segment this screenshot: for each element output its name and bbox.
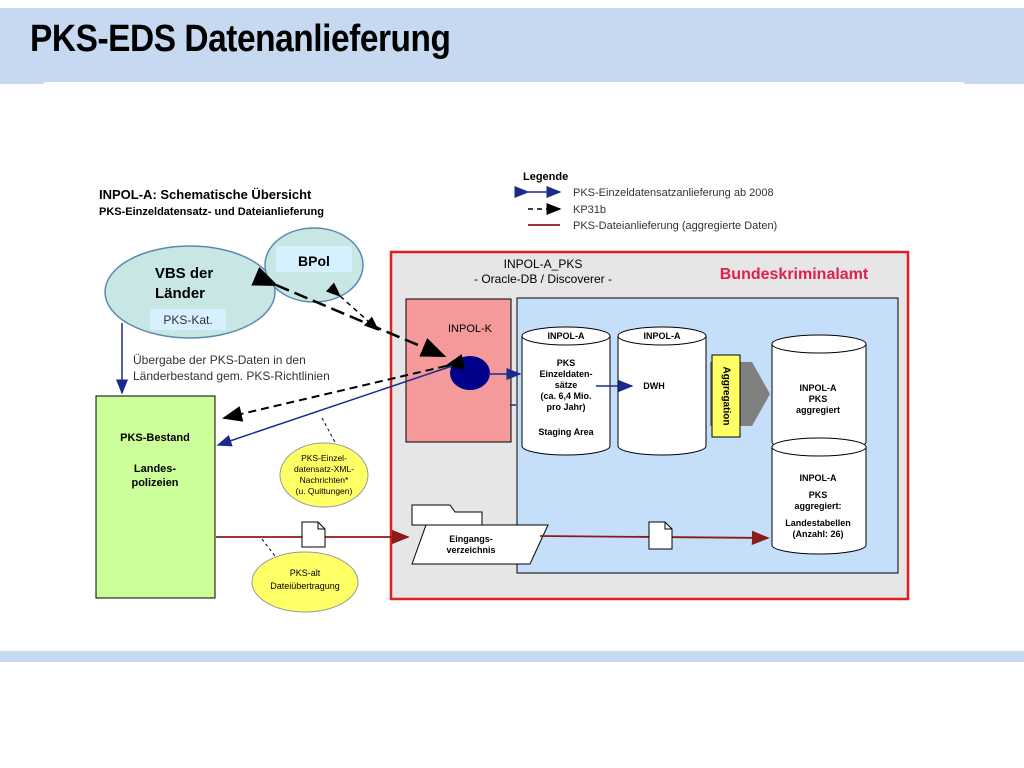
aggregation-label: Aggregation	[720, 367, 731, 426]
staging-line-2: Einzeldaten-	[539, 369, 592, 379]
dwh-label: DWH	[643, 381, 665, 391]
diagram-subheading: PKS-Einzeldatensatz- und Dateianlieferun…	[99, 206, 324, 218]
eingang-line-2: verzeichnis	[446, 545, 495, 555]
document-icon	[301, 521, 326, 548]
bka-label: Bundeskriminalamt	[720, 266, 869, 283]
staging-line-4: (ca. 6,4 Mio.	[540, 391, 591, 401]
xml-note-line-3: Nachrichten*	[300, 475, 349, 485]
xml-note-line-4: (u. Quittungen)	[296, 486, 353, 496]
xml-note: PKS-Einzel- datensatz-XML- Nachrichten* …	[279, 442, 369, 508]
staging-header: INPOL-A	[548, 331, 585, 341]
staging-footer: Staging Area	[538, 427, 594, 437]
staging-area-db: INPOL-A PKS Einzeldaten- sätze (ca. 6,4 …	[521, 326, 611, 456]
pks-bestand-line-1: Landes-	[134, 463, 177, 475]
transfer-note-1: Übergabe der PKS-Daten in den	[133, 353, 306, 367]
pks-bestand-box: PKS-Bestand Landes- polizeien	[95, 395, 216, 599]
bpol: BPol	[264, 227, 364, 303]
legend-title: Legende	[523, 171, 568, 183]
alt-note-connector	[261, 538, 279, 561]
landestabellen-db: INPOL-A PKS aggregiert: Landestabellen (…	[771, 437, 867, 555]
land-db-line-3: Landestabellen	[785, 518, 851, 528]
xml-note-connector	[321, 417, 337, 445]
staging-line-1: PKS	[557, 358, 576, 368]
xml-note-line-1: PKS-Einzel-	[301, 453, 347, 463]
inpol-pks-title: INPOL-A_PKS	[504, 257, 583, 271]
alt-note-line-2: Dateiübertragung	[270, 581, 340, 591]
eingang-line-1: Eingangs-	[449, 534, 493, 544]
aggregation-box	[711, 354, 741, 438]
alt-note-line-1: PKS-alt	[290, 568, 321, 578]
land-db-header: INPOL-A	[800, 473, 837, 483]
staging-line-5: pro Jahr)	[546, 402, 585, 412]
footer-bar	[0, 651, 1024, 662]
pks-bestand-line-2: polizeien	[131, 477, 178, 489]
vbs-laender: VBS der Länder PKS-Kat.	[104, 245, 276, 339]
document-icon	[648, 521, 673, 550]
inpol-k-node	[450, 356, 490, 390]
title-bar	[0, 8, 1024, 84]
alt-note: PKS-alt Dateiübertragung	[251, 551, 359, 613]
bpol-label: BPol	[298, 253, 330, 269]
legend-item-2: KP31b	[573, 204, 606, 216]
inpol-k-label: INPOL-K	[448, 323, 493, 335]
slide-title: PKS-EDS Datenanlieferung	[30, 18, 451, 60]
agg-db-line-1: INPOL-A	[800, 383, 837, 393]
pks-bestand-title: PKS-Bestand	[120, 432, 190, 444]
agg-db-line-3: aggregiert	[796, 405, 840, 415]
land-db-line-2: aggregiert:	[794, 501, 841, 511]
inpolk-to-bestand-blue	[216, 365, 453, 447]
vbs-line-2: Länder	[155, 285, 205, 302]
legend: Legende PKS-Einzeldatensatzanlieferung a…	[514, 171, 777, 232]
xml-note-line-2: datensatz-XML-	[294, 464, 354, 474]
diagram-heading: INPOL-A: Schematische Übersicht	[99, 187, 312, 202]
legend-item-3: PKS-Dateianlieferung (aggregierte Daten)	[573, 220, 777, 232]
transfer-note-2: Länderbestand gem. PKS-Richtlinien	[133, 369, 330, 383]
agg-db-line-2: PKS	[809, 394, 828, 404]
staging-line-3: sätze	[555, 380, 578, 390]
dwh-db: INPOL-A DWH	[617, 326, 707, 456]
land-db-line-4: (Anzahl: 26)	[792, 529, 843, 539]
inpol-pks-subtitle: - Oracle-DB / Discoverer -	[474, 272, 612, 286]
aggregation-arrow	[750, 362, 770, 426]
land-db-line-1: PKS	[809, 490, 828, 500]
aggregated-db: INPOL-A PKS aggregiert	[771, 334, 867, 452]
vbs-line-1: VBS der	[155, 265, 214, 282]
dwh-header: INPOL-A	[644, 331, 681, 341]
eingangsverzeichnis-folder: Eingangs- verzeichnis	[411, 504, 549, 565]
title-underline	[44, 82, 964, 85]
vbs-sub: PKS-Kat.	[163, 313, 212, 327]
legend-item-1: PKS-Einzeldatensatzanlieferung ab 2008	[573, 187, 774, 199]
